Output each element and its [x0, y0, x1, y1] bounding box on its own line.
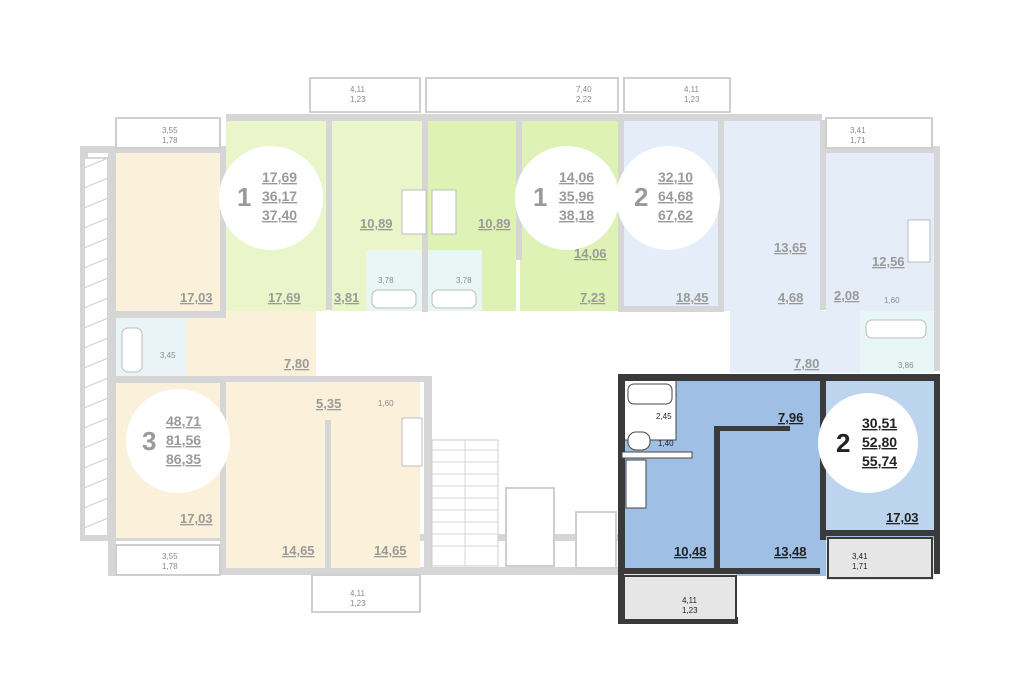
room-area-label: 7,80 [284, 356, 309, 371]
badge-apt-3: 3 48,71 81,56 86,35 [126, 389, 230, 493]
badge-total: 35,96 [559, 188, 594, 204]
badge-apt-1-right: 1 14,06 35,96 38,18 [515, 146, 619, 250]
room-area-label: 17,03 [180, 511, 213, 526]
room-area-label: 18,45 [676, 290, 709, 305]
badge-rooms: 1 [533, 182, 547, 212]
room-area-label: 13,65 [774, 240, 807, 255]
room-area-label: 17,69 [268, 290, 301, 305]
room-area-label: 14,06 [574, 246, 607, 261]
badge-living: 32,10 [658, 169, 693, 185]
bath-fixtures [121, 189, 931, 509]
balcony-area-label: 4,11 [682, 596, 698, 605]
balcony-area-label: 1,71 [852, 562, 868, 571]
badge-total-balcony: 55,74 [862, 453, 897, 469]
room-area-label: 4,68 [778, 290, 803, 305]
badge-rooms: 2 [836, 428, 850, 458]
bathroom-area-label: 3,78 [456, 276, 472, 285]
badge-apt-2-selected: 2 30,51 52,80 55,74 [818, 393, 918, 493]
balcony-area-label: 2,22 [576, 95, 592, 104]
apartment-3-room[interactable] [116, 153, 432, 572]
balcony-area-label: 1,23 [350, 95, 366, 104]
bathroom-area-label: 3,86 [898, 361, 914, 370]
balcony-area-label: 3,55 [162, 126, 178, 135]
balcony-area-label: 4,11 [350, 85, 366, 94]
badge-total-balcony: 86,35 [166, 451, 201, 467]
room-area-label: 5,35 [316, 396, 341, 411]
badge-living: 30,51 [862, 415, 897, 431]
balconies [115, 77, 933, 621]
room-area-label: 2,08 [834, 288, 859, 303]
balcony-area-label: 3,41 [852, 552, 868, 561]
badge-total-balcony: 67,62 [658, 207, 693, 223]
room-area-label: 17,03 [180, 290, 213, 305]
bathroom-area-label: 1,60 [884, 296, 900, 305]
bathroom-area-label: 3,45 [160, 351, 176, 360]
room-area-label: 12,56 [872, 254, 905, 269]
badge-apt-1-left: 1 17,69 36,17 37,40 [219, 146, 323, 250]
badge-rooms: 3 [142, 426, 156, 456]
room-area-label: 7,80 [794, 356, 819, 371]
badge-living: 14,06 [559, 169, 594, 185]
balcony-area-label: 1,23 [684, 95, 700, 104]
balcony-area-label: 3,55 [162, 552, 178, 561]
bathroom-area-label: 1,40 [658, 439, 674, 448]
bathroom-area-label: 2,45 [656, 412, 672, 421]
badge-living: 17,69 [262, 169, 297, 185]
balcony-area-label: 1,71 [850, 136, 866, 145]
badge-total: 36,17 [262, 188, 297, 204]
bathroom-area-label: 1,60 [378, 399, 394, 408]
room-area-label: 10,48 [674, 544, 707, 559]
balcony-area-label: 1,78 [162, 136, 178, 145]
room-labels: 17,03 17,69 10,89 3,81 10,89 14,06 7,23 … [180, 216, 919, 559]
badge-total: 81,56 [166, 432, 201, 448]
badge-rooms: 1 [237, 182, 251, 212]
bathroom-area-label: 3,78 [378, 276, 394, 285]
room-area-label: 7,23 [580, 290, 605, 305]
room-area-label: 17,03 [886, 510, 919, 525]
facade-hatch [83, 157, 109, 537]
bathroom-labels: 3,78 3,78 3,45 1,60 1,60 3,86 2,45 1,40 [160, 276, 914, 448]
badge-apt-2-top: 2 32,10 64,68 67,62 [616, 146, 720, 250]
balcony-area-label: 4,11 [350, 589, 366, 598]
room-area-label: 14,65 [374, 543, 407, 558]
balcony-area-label: 4,11 [684, 85, 700, 94]
room-area-label: 7,96 [778, 410, 803, 425]
room-area-label: 3,81 [334, 290, 359, 305]
balcony-area-label: 1,78 [162, 562, 178, 571]
room-area-label: 14,65 [282, 543, 315, 558]
badge-total-balcony: 38,18 [559, 207, 594, 223]
balcony-labels: 4,11 1,23 7,40 2,22 4,11 1,23 3,55 1,78 … [162, 85, 868, 615]
badge-total-balcony: 37,40 [262, 207, 297, 223]
badge-living: 48,71 [166, 413, 201, 429]
room-area-label: 13,48 [774, 544, 807, 559]
balcony-area-label: 3,41 [850, 126, 866, 135]
balcony-area-label: 1,23 [682, 606, 698, 615]
badge-rooms: 2 [634, 182, 648, 212]
balcony-area-label: 7,40 [576, 85, 592, 94]
badge-total: 64,68 [658, 188, 693, 204]
balcony-area-label: 1,23 [350, 599, 366, 608]
stairwell [431, 439, 617, 569]
room-area-label: 10,89 [478, 216, 511, 231]
room-area-label: 10,89 [360, 216, 393, 231]
badge-total: 52,80 [862, 434, 897, 450]
